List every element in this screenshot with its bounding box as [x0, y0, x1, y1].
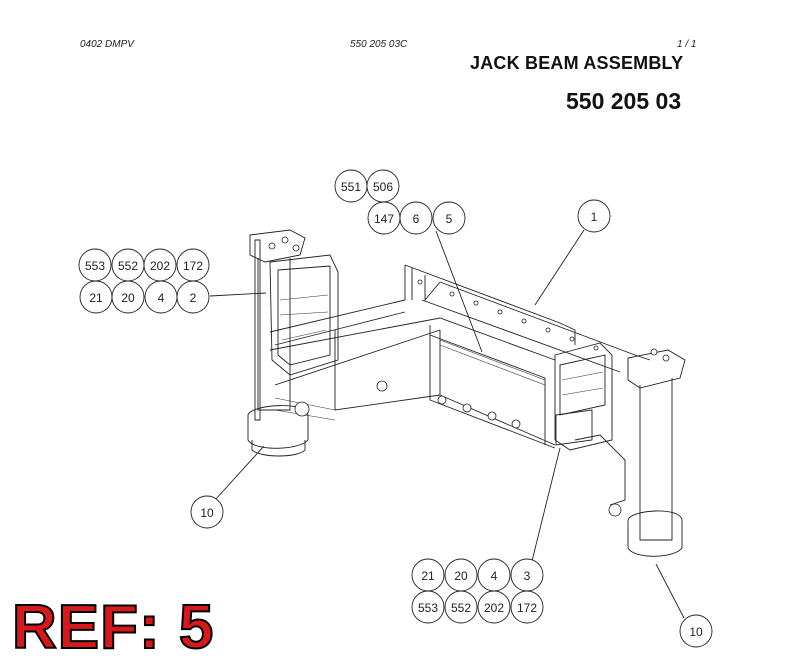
callout-bottom-right-21: 21 — [411, 558, 445, 592]
svg-text:10: 10 — [689, 625, 703, 639]
callout-top-147: 147 — [367, 201, 401, 235]
svg-text:147: 147 — [374, 212, 394, 226]
svg-text:202: 202 — [484, 601, 504, 615]
svg-text:202: 202 — [150, 259, 170, 273]
callout-bottom-right-553: 553 — [411, 590, 445, 624]
callout-left-552: 552 — [111, 248, 145, 282]
svg-text:4: 4 — [491, 569, 498, 583]
callout-left-21: 21 — [79, 280, 113, 314]
svg-text:2: 2 — [190, 291, 197, 305]
svg-text:3: 3 — [524, 569, 531, 583]
svg-text:172: 172 — [183, 259, 203, 273]
svg-text:21: 21 — [421, 569, 435, 583]
svg-text:553: 553 — [418, 601, 438, 615]
callout-bottom-right-4: 4 — [477, 558, 511, 592]
header-page-number: 1 / 1 — [677, 39, 697, 50]
callout-top-5: 5 — [432, 201, 466, 235]
ref-label: REF: 5 — [11, 593, 215, 662]
callout-bottom-right-3: 3 — [510, 558, 544, 592]
header-left-code: 0402 DMPV — [80, 39, 134, 50]
callout-bubbles: 551 506 147 6 5 1 553 552 202 172 21 20 4 2 21 20 4 3 553 5… — [78, 169, 713, 648]
svg-text:172: 172 — [517, 601, 537, 615]
callout-top-1: 1 — [577, 199, 611, 233]
callout-left-2: 2 — [176, 280, 210, 314]
svg-text:5: 5 — [446, 212, 453, 226]
svg-text:552: 552 — [451, 601, 471, 615]
svg-text:553: 553 — [85, 259, 105, 273]
svg-text:10: 10 — [200, 506, 214, 520]
callout-left-553: 553 — [78, 248, 112, 282]
svg-text:21: 21 — [89, 291, 103, 305]
callout-left-202: 202 — [143, 248, 177, 282]
jack-beam-linework — [247, 229, 686, 557]
callout-left-172: 172 — [176, 248, 210, 282]
svg-text:20: 20 — [121, 291, 135, 305]
svg-text:1: 1 — [591, 210, 598, 224]
callout-top-6: 6 — [399, 201, 433, 235]
part-number: 550 205 03 — [566, 88, 682, 114]
callout-bottom-right-552: 552 — [444, 590, 478, 624]
leader-lines — [209, 229, 685, 619]
callout-foot-left-10: 10 — [190, 495, 224, 529]
callout-top-551: 551 — [334, 169, 368, 203]
callout-left-20: 20 — [111, 280, 145, 314]
svg-text:20: 20 — [454, 569, 468, 583]
header-drawing-code: 550 205 03C — [350, 39, 408, 50]
callout-foot-right-10: 10 — [679, 614, 713, 648]
svg-text:551: 551 — [341, 180, 361, 194]
callout-left-4: 4 — [144, 280, 178, 314]
assembly-title: JACK BEAM ASSEMBLY — [470, 53, 684, 73]
svg-text:552: 552 — [118, 259, 138, 273]
callout-top-506: 506 — [366, 169, 400, 203]
svg-text:4: 4 — [158, 291, 165, 305]
svg-text:6: 6 — [413, 212, 420, 226]
callout-bottom-right-172: 172 — [510, 590, 544, 624]
callout-bottom-right-20: 20 — [444, 558, 478, 592]
callout-bottom-right-202: 202 — [477, 590, 511, 624]
svg-text:506: 506 — [373, 180, 393, 194]
